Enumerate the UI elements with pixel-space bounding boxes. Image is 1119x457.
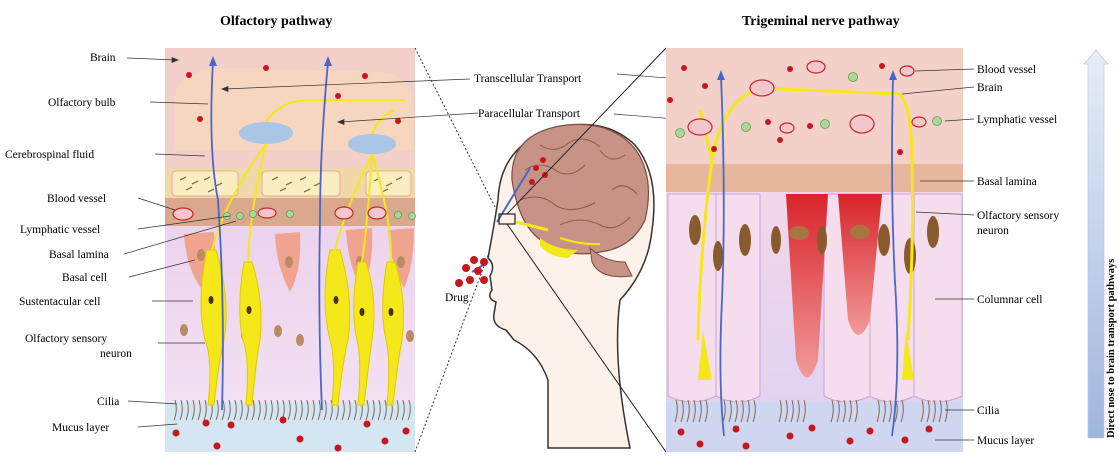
label-cilia-left: Cilia	[97, 396, 119, 408]
olfactory-tissue-panel	[165, 48, 416, 452]
label-mucus-right: Mucus layer	[977, 435, 1034, 447]
label-basal-lamina-right: Basal lamina	[977, 176, 1037, 188]
label-cilia-right: Cilia	[977, 405, 999, 417]
label-drug: Drug	[445, 292, 469, 304]
label-columnar-cell: Columnar cell	[977, 294, 1042, 306]
label-sustentacular-cell: Sustentacular cell	[19, 296, 100, 308]
label-osn-right-line2: neuron	[977, 225, 1009, 237]
label-mucus-left: Mucus layer	[52, 422, 109, 434]
trigeminal-pathway-title: Trigeminal nerve pathway	[742, 14, 900, 29]
label-paracellular-transport: Paracellular Transport	[478, 108, 581, 120]
label-transcellular-transport: Transcellular Transport	[474, 73, 582, 85]
trigeminal-tissue-panel	[666, 48, 963, 452]
label-blood-vessel-right: Blood vessel	[977, 64, 1036, 76]
label-basal-lamina-left: Basal lamina	[49, 249, 109, 261]
label-direct-nose-to-brain: Direct nose to brain transport pathways	[1106, 259, 1117, 438]
label-osn-left-line2: neuron	[100, 348, 132, 360]
label-blood-vessel-left: Blood vessel	[47, 193, 106, 205]
label-osn-right-line1: Olfactory sensory	[977, 210, 1059, 222]
bulb-glomerulus-2	[348, 134, 396, 154]
label-lymphatic-vessel-right: Lymphatic vessel	[977, 114, 1057, 126]
label-cerebrospinal-fluid: Cerebrospinal fluid	[5, 149, 94, 161]
label-basal-cell: Basal cell	[62, 272, 107, 284]
label-brain-left: Brain	[90, 52, 116, 64]
bulb-glomerulus-1	[239, 122, 293, 144]
label-lymphatic-vessel-left: Lymphatic vessel	[20, 224, 100, 236]
head-illustration	[472, 124, 654, 448]
label-olfactory-bulb: Olfactory bulb	[48, 97, 116, 109]
label-brain-right: Brain	[977, 82, 1003, 94]
olfactory-pathway-title: Olfactory pathway	[220, 14, 332, 29]
direct-pathway-arrow: Direct nose to brain transport pathways	[1084, 50, 1117, 438]
label-osn-left-line1: Olfactory sensory	[25, 333, 107, 345]
drug-particles	[455, 256, 488, 287]
